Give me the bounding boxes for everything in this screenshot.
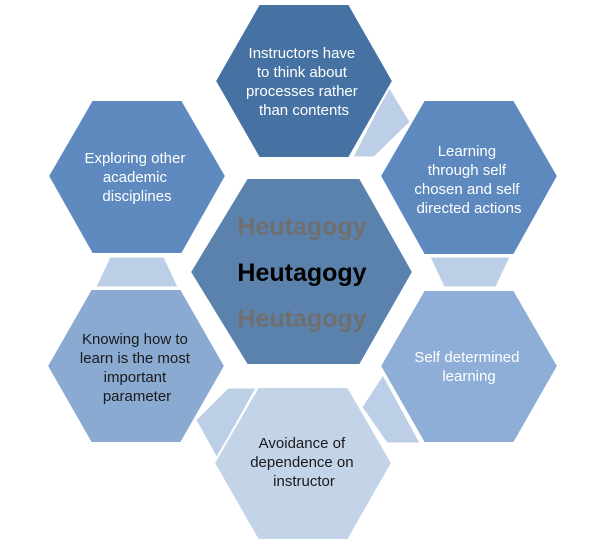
hexagon-lower-right [378, 289, 560, 444]
hexagon-bottom-label: Avoidance of dependence on instructor [250, 435, 358, 490]
connector-lower-left-to-upper-left [95, 256, 179, 288]
hexagon-upper-left [46, 99, 228, 255]
hexagon-upper-right [378, 99, 560, 256]
center-label-top: Heutagogy [237, 213, 366, 241]
connectors [95, 85, 511, 460]
hexagon-center [188, 177, 415, 366]
connector-bottom-to-lower-left [195, 387, 257, 460]
hexagon-bottom [212, 386, 394, 541]
connector-upper-right-to-lower-right [429, 256, 511, 288]
center-label-main: Heutagogy [237, 259, 366, 287]
hexagon-upper-right-label: Learning through self chosen and self di… [414, 143, 523, 217]
hexagon-top-label: Instructors have to think about processe… [246, 45, 362, 119]
center-label-bottom: Heutagogy [237, 305, 366, 333]
hexagon-lower-left [45, 288, 227, 444]
hexagon-lower-left-label: Knowing how to learn is the most importa… [80, 331, 194, 405]
connector-lower-right-to-bottom [361, 374, 421, 444]
hexagon-top [213, 3, 395, 159]
connector-top-to-upper-right [352, 85, 411, 158]
hexagon-lower-right-label: Self determined learning [414, 349, 523, 385]
hexagon-upper-left-label: Exploring other academic disciplines [84, 150, 189, 205]
